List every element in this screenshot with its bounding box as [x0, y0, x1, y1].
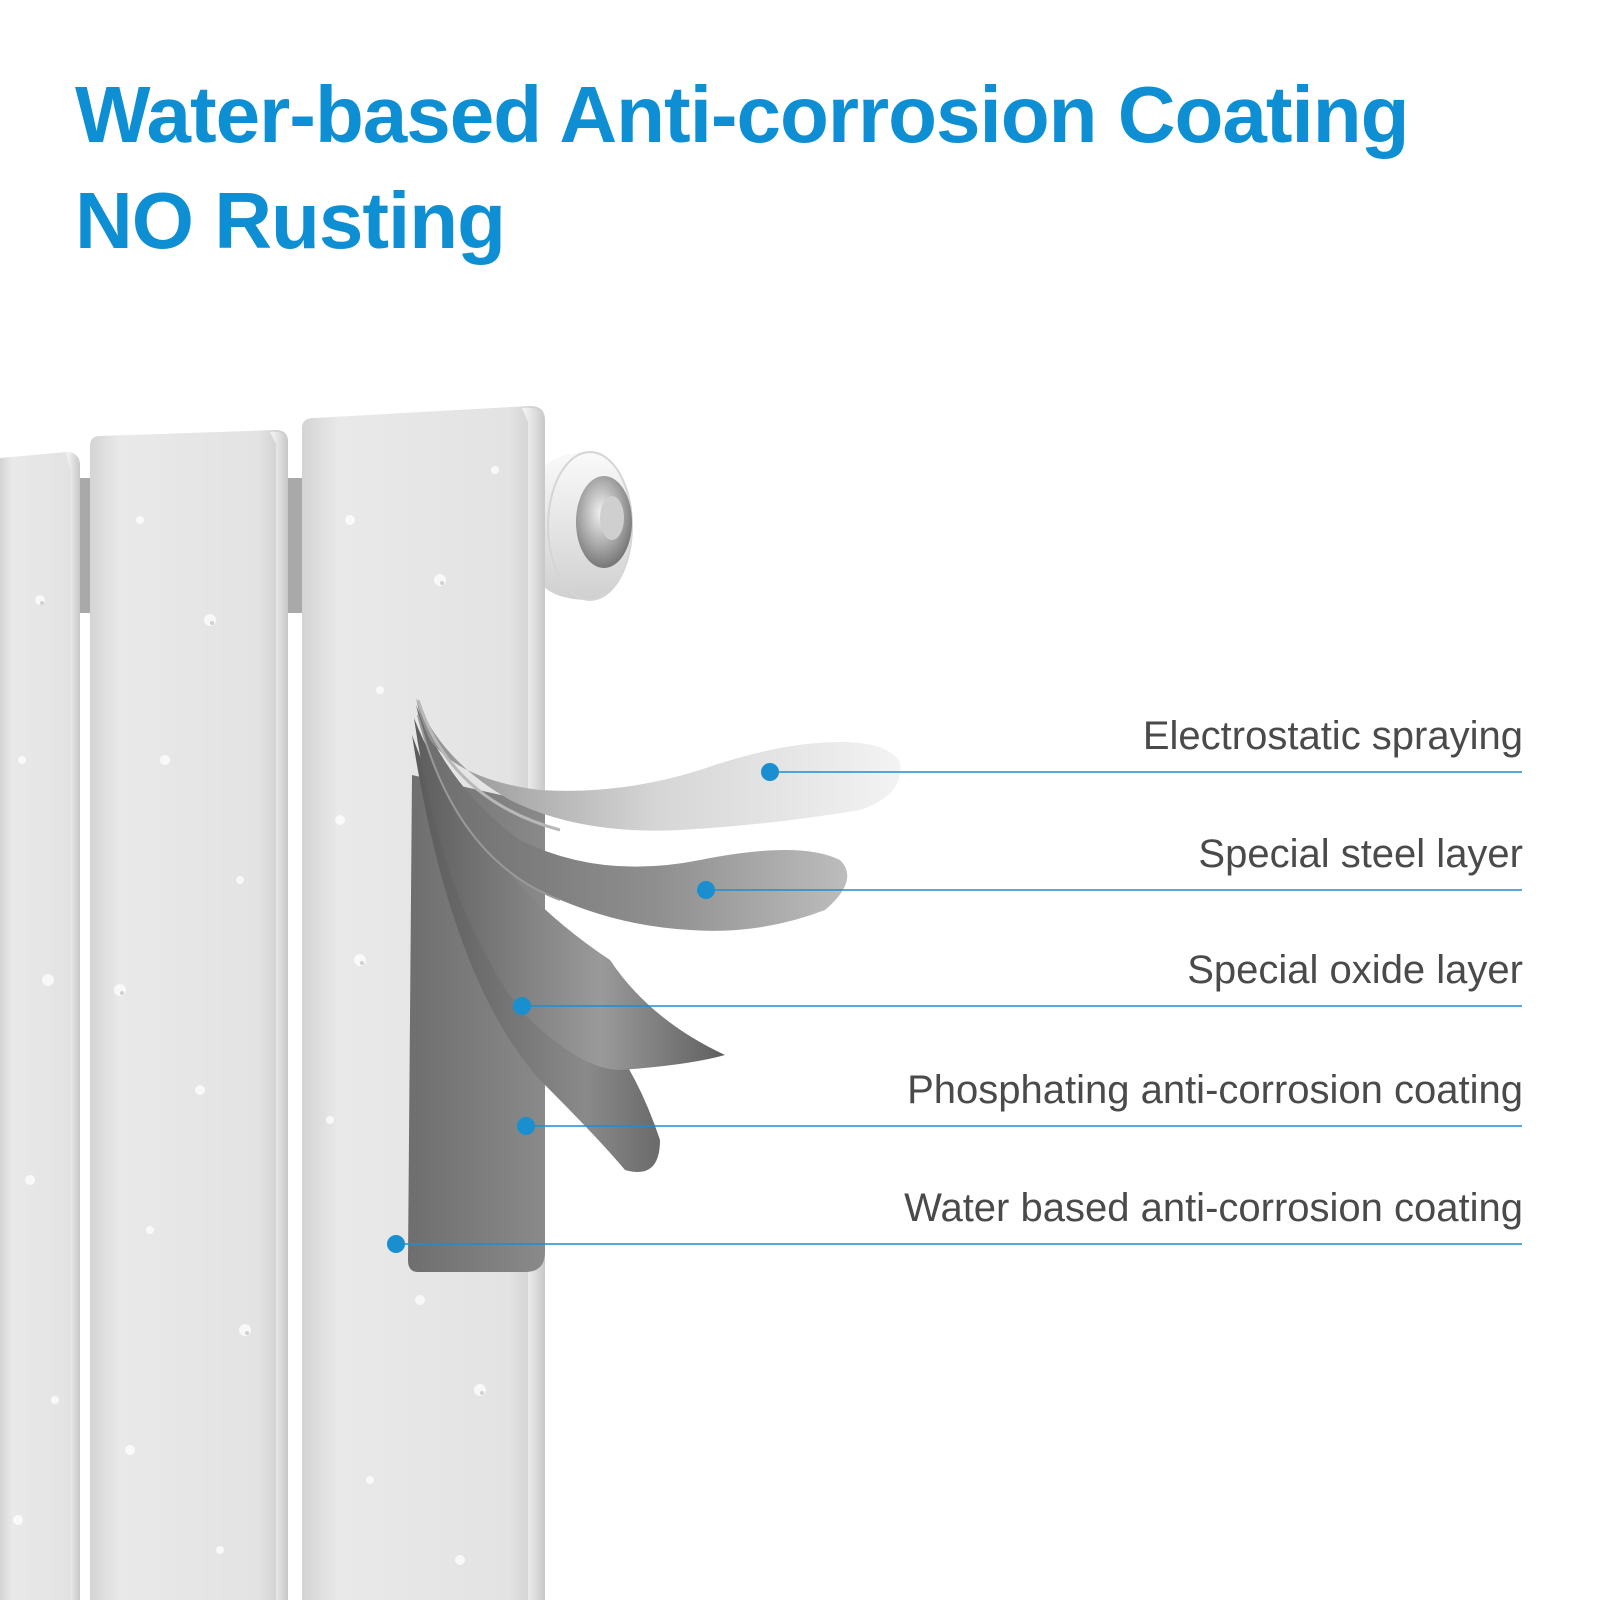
- marker-dot-water-based: [387, 1235, 405, 1253]
- marker-dot-oxide: [513, 997, 531, 1015]
- radiator-panel-1: [0, 452, 80, 1600]
- layer-electrostatic: [416, 698, 901, 831]
- headline-line-2: NO Rusting: [75, 176, 506, 265]
- label-electrostatic-spraying: Electrostatic spraying: [1142, 714, 1523, 758]
- leader-lines: [387, 763, 1522, 1253]
- headline: Water-based Anti-corrosion Coating NO Ru…: [75, 62, 1409, 274]
- coating-layers: [408, 698, 901, 1272]
- radiator-valve: [545, 451, 633, 601]
- layer-oxide: [414, 718, 725, 1070]
- marker-dot-phosphating: [517, 1117, 535, 1135]
- water-droplets: [13, 466, 499, 1565]
- radiator-panel-2: [90, 430, 288, 1600]
- label-water-based-coating: Water based anti-corrosion coating: [904, 1186, 1523, 1230]
- label-phosphating-coating: Phosphating anti-corrosion coating: [907, 1068, 1523, 1112]
- layer-steel: [416, 705, 848, 931]
- headline-line-1: Water-based Anti-corrosion Coating: [75, 70, 1409, 159]
- marker-dot-electrostatic: [761, 763, 779, 781]
- marker-dot-steel: [697, 881, 715, 899]
- label-special-steel-layer: Special steel layer: [1198, 832, 1523, 876]
- label-special-oxide-layer: Special oxide layer: [1187, 948, 1523, 992]
